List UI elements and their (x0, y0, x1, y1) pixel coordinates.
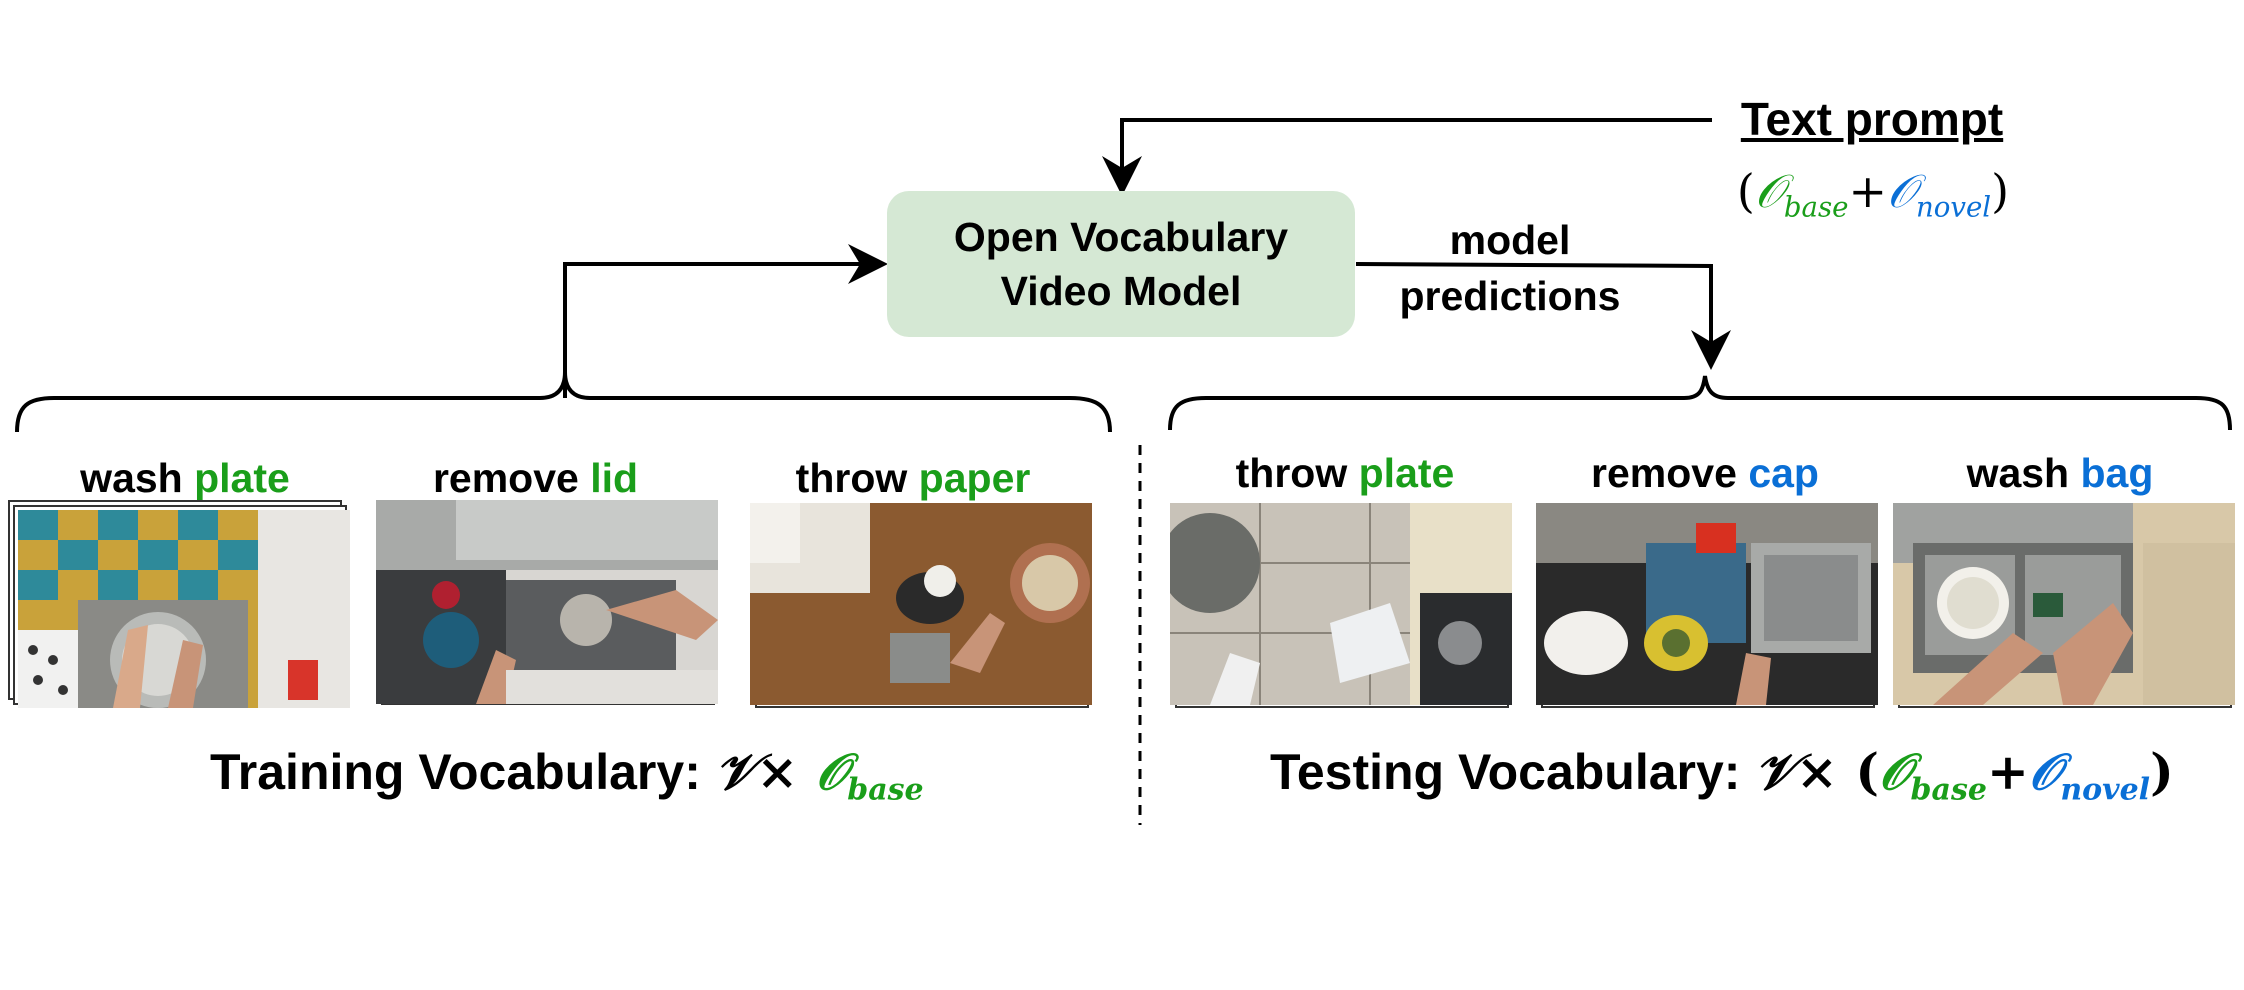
model-predictions-line1: model (1449, 217, 1571, 263)
training-clip-1-frames (8, 500, 350, 708)
clip-verb: remove (432, 455, 579, 501)
sink-counter-image (1536, 503, 1878, 705)
clip-object: plate (194, 455, 290, 501)
training-clip-2-frames (376, 500, 718, 708)
testing-clip-2-frames (1536, 503, 1878, 708)
prompt-base-sub: base (1783, 190, 1849, 224)
model-box-line1: Open Vocabulary (953, 214, 1289, 260)
testing-clip-label-2: remove cap (1555, 450, 1855, 497)
open-vocabulary-video-model-box: Open Vocabulary Video Model (887, 191, 1355, 337)
stove-image (376, 500, 718, 704)
training-vocab-label: Training Vocabulary: (210, 744, 701, 800)
testing-novel-o: 𝒪 (2028, 742, 2061, 801)
prompt-base-symbol: 𝒪base (1754, 164, 1849, 224)
model-box-line2: Video Model (1000, 268, 1242, 314)
training-clip-label-2: remove lid (368, 455, 703, 502)
prompt-arrow (1102, 118, 1712, 196)
prompt-close-paren: ) (1991, 164, 2010, 218)
prompt-novel-o: 𝒪 (1887, 164, 1916, 218)
training-base-sub: base (847, 772, 924, 808)
testing-novel-sub: novel (2060, 772, 2151, 808)
text-prompt-title: Text prompt (1740, 93, 2004, 145)
clip-verb: throw (1235, 450, 1348, 496)
clip-verb: throw (795, 455, 908, 501)
clip-verb: wash (1966, 450, 2070, 496)
testing-times: × (1796, 742, 1838, 801)
training-brace (15, 371, 1112, 433)
testing-clip-1-frames (1170, 503, 1512, 708)
model-predictions-label: model predictions (1380, 212, 1640, 324)
clip-object: paper (918, 455, 1031, 501)
training-v-symbol: 𝒱 (714, 742, 757, 801)
counter-image (750, 503, 1092, 705)
prompt-base-o: 𝒪 (1754, 164, 1784, 218)
testing-vocab-formula: 𝒱× (𝒪base+𝒪novel) (1754, 742, 2174, 808)
testing-clip-label-1: throw plate (1180, 450, 1510, 497)
testing-v-symbol: 𝒱 (1754, 742, 1797, 801)
prompt-novel-sub: novel (1915, 190, 1992, 224)
text-prompt-formula: (𝒪base+𝒪novel) (1700, 164, 2046, 224)
prompt-novel-symbol: 𝒪novel (1887, 164, 1991, 224)
testing-clip-3-frames (1893, 503, 2235, 708)
clip-verb: wash (80, 455, 183, 501)
training-clip-label-1: wash plate (20, 455, 350, 502)
kitchen-sink-image (18, 510, 350, 708)
clip-object: cap (1748, 450, 1819, 496)
testing-vocabulary: Testing Vocabulary: 𝒱× (𝒪base+𝒪novel) (1270, 742, 2174, 808)
clip-object: lid (590, 455, 639, 501)
testing-novel-symbol: 𝒪novel (2028, 742, 2150, 808)
prompt-plus: + (1848, 164, 1887, 218)
model-predictions-line2: predictions (1399, 273, 1621, 319)
training-base-symbol: 𝒪base (815, 742, 924, 808)
washing-sink-image (1893, 503, 2235, 705)
testing-base-symbol: 𝒪base (1879, 742, 1987, 808)
training-clip-3-frames (750, 503, 1092, 708)
prompt-open-paren: ( (1736, 164, 1755, 218)
testing-brace (1168, 375, 2232, 431)
testing-base-o: 𝒪 (1879, 742, 1911, 801)
training-vocabulary: Training Vocabulary: 𝒱× 𝒪base (210, 742, 924, 808)
floor-bin-image (1170, 503, 1512, 705)
testing-close-paren: ) (2150, 742, 2174, 801)
testing-vocab-label: Testing Vocabulary: (1270, 744, 1741, 800)
predictions-arrow (1355, 262, 1731, 370)
clip-object: bag (2080, 450, 2154, 496)
clip-object: plate (1358, 450, 1455, 496)
training-to-model-arrow (563, 244, 888, 398)
training-clip-label-3: throw paper (748, 455, 1078, 502)
testing-plus: + (1986, 742, 2029, 801)
testing-base-sub: base (1910, 772, 1987, 808)
training-times: × (756, 742, 799, 801)
training-base-o: 𝒪 (815, 742, 848, 801)
clip-verb: remove (1591, 450, 1737, 496)
training-vocab-formula: 𝒱× 𝒪base (714, 742, 924, 808)
testing-clip-label-3: wash bag (1920, 450, 2200, 497)
testing-open-paren: ( (1855, 742, 1880, 801)
